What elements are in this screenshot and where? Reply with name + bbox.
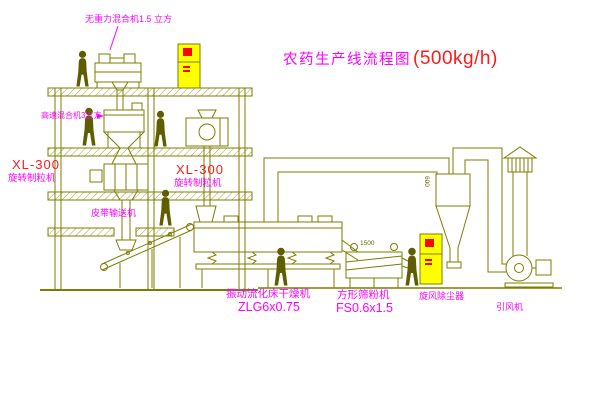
granulator-left-drawing	[89, 163, 149, 240]
label-sifter-name: 方形筛粉机	[337, 289, 390, 301]
granulator-mid-drawing	[185, 109, 229, 206]
worker-figure	[405, 247, 419, 286]
label-belt-conveyor: 皮带输送机	[91, 208, 137, 218]
control-cabinet-top	[177, 43, 201, 89]
stack-and-fan-drawing	[487, 146, 554, 288]
title-text: 农药生产线流程图	[283, 52, 411, 68]
label-granulator-left-name: 旋转制粒机	[8, 173, 56, 184]
label-dryer-model: ZLG6x0.75	[238, 300, 300, 314]
worker-figure	[76, 50, 89, 87]
worker-figure	[274, 247, 288, 286]
label-granulator-mid-name: 旋转制粒机	[174, 178, 222, 189]
label-leader-lines	[97, 25, 119, 119]
belt-conveyor-drawing	[100, 223, 194, 288]
label-granulator-mid-model: XL-300	[176, 162, 224, 177]
label-fan: 引风机	[496, 302, 524, 312]
cyclone-drawing	[435, 147, 503, 269]
worker-figure	[154, 110, 167, 147]
square-sifter-drawing	[345, 243, 415, 288]
exhaust-duct-drawing	[263, 157, 450, 222]
high-speed-mixer-drawing	[102, 102, 146, 165]
gravity-mixer-drawing	[94, 53, 142, 110]
label-cyclone: 旋风除尘器	[419, 291, 465, 301]
diagram-title: 农药生产线流程图 (500kg/h)	[283, 48, 498, 70]
label-gravity-mixer: 无重力混合机1.5 立方	[85, 14, 173, 24]
label-dryer-name: 振动流化床干燥机	[226, 288, 310, 300]
label-sifter-model: FS0.6x1.5	[336, 301, 393, 315]
title-capacity: (500kg/h)	[413, 48, 498, 69]
annotation-sifter-width: 1500	[360, 240, 375, 247]
control-cabinet-ground	[419, 233, 443, 285]
label-high-speed-mixer: 高速混合机3立方	[41, 111, 102, 120]
annotation-duct-size: 600	[423, 176, 430, 187]
label-granulator-left-model: XL-300	[12, 157, 60, 172]
